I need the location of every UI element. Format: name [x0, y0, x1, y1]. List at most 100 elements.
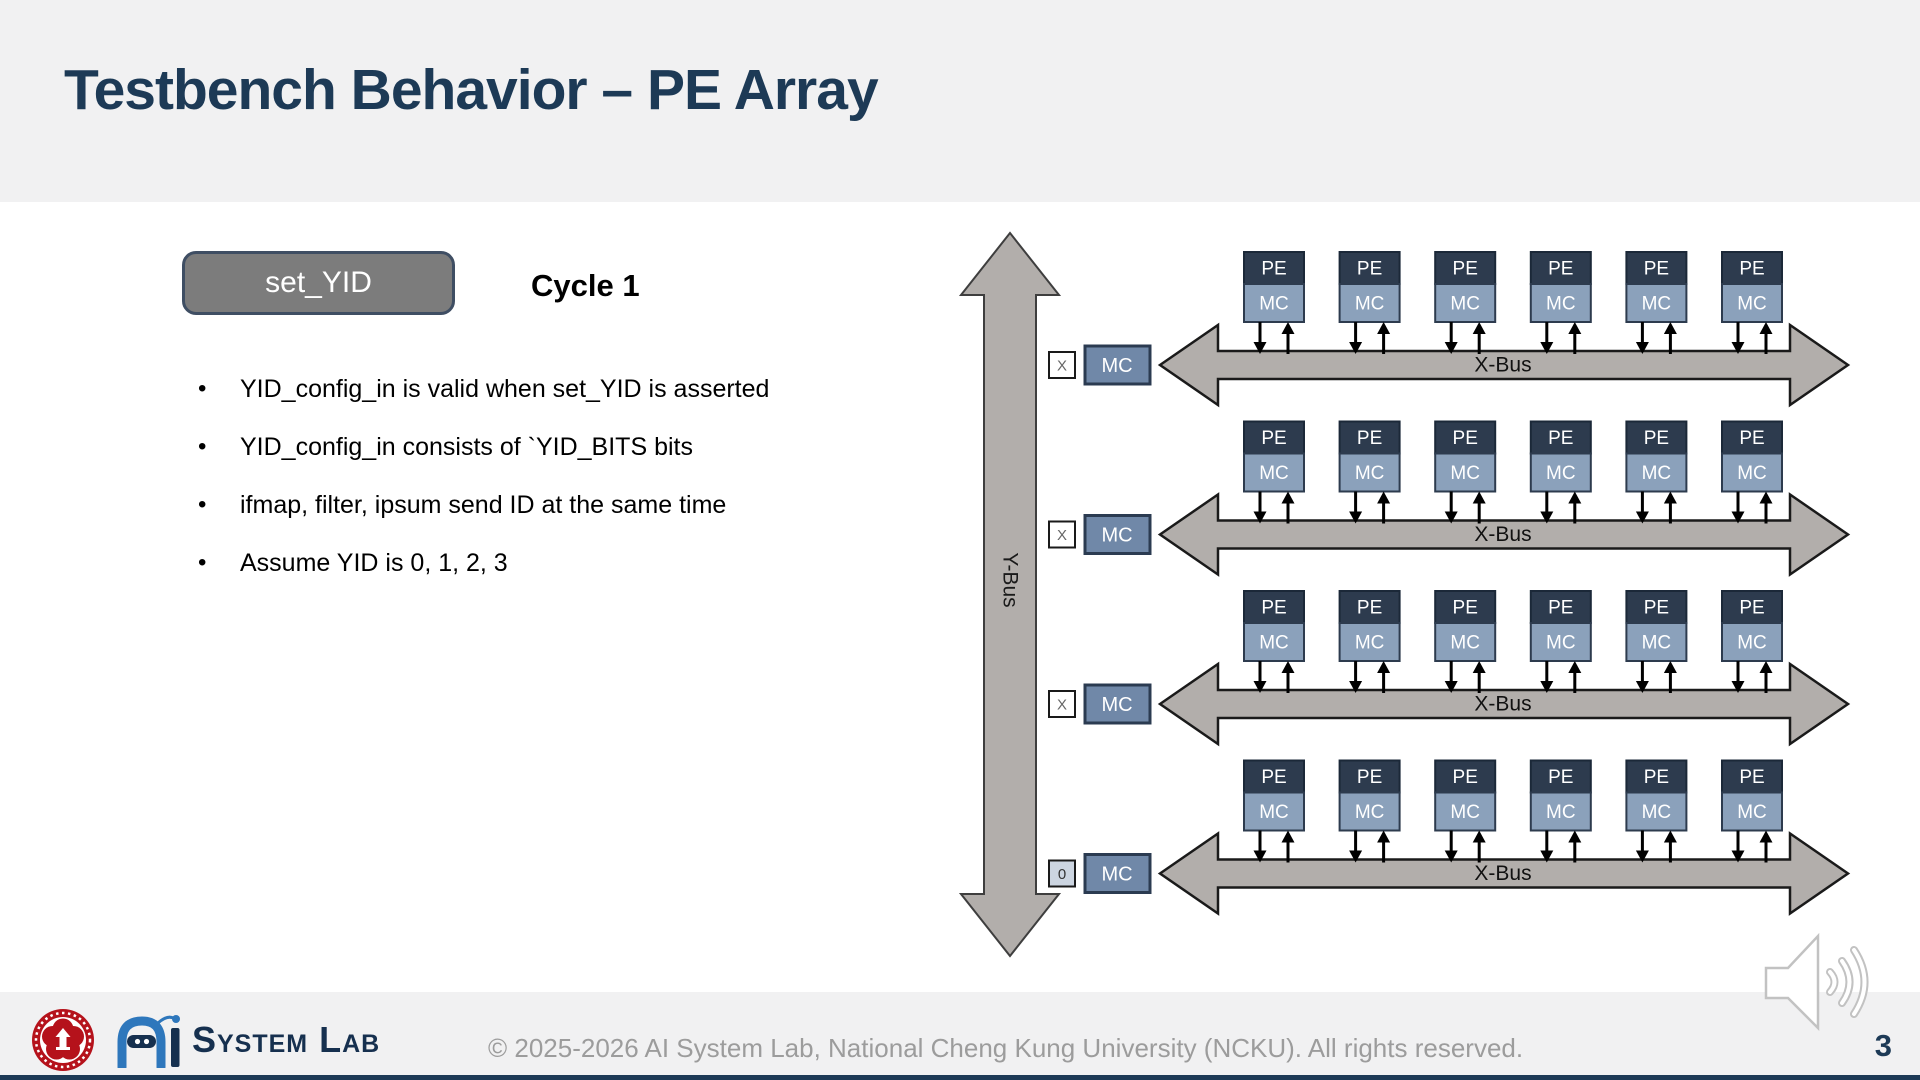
arrow-up-icon — [1568, 322, 1582, 334]
mc-box — [1243, 791, 1305, 832]
arrow-down-icon — [1540, 342, 1554, 354]
pe-box — [1625, 590, 1688, 624]
mc-label: MC — [1259, 802, 1289, 823]
mc-box — [1338, 791, 1401, 832]
arrow-down-icon — [1444, 681, 1458, 693]
arrow-up-icon — [1377, 322, 1391, 334]
page-number: 3 — [1874, 1028, 1892, 1063]
mc-box — [1434, 791, 1497, 832]
mc-label: MC — [1642, 294, 1672, 315]
mc-label: MC — [1259, 294, 1289, 315]
arrow-down-icon — [1349, 850, 1363, 863]
arrow-up-icon — [1281, 830, 1295, 843]
arrow-up-icon — [1759, 491, 1773, 504]
mc-label: MC — [1546, 463, 1576, 484]
mc-box — [1625, 622, 1688, 662]
mc-label: MC — [1737, 633, 1767, 654]
mc-box — [1243, 452, 1305, 493]
pe-label: PE — [1453, 767, 1478, 788]
mc-label: MC — [1546, 633, 1576, 654]
arrow-down-icon — [1635, 511, 1649, 524]
mc-label: MC — [1737, 802, 1767, 823]
mc-label: MC — [1259, 463, 1289, 484]
arrow-down-icon — [1731, 681, 1745, 693]
row-id-box — [1048, 859, 1076, 888]
arrow-up-icon — [1663, 830, 1677, 843]
bullet-item: YID_config_in consists of `YID_BITS bits — [196, 418, 769, 476]
y-bus-arrow — [958, 231, 1062, 958]
arrow-up-icon — [1472, 322, 1486, 334]
pe-box — [1338, 420, 1401, 455]
mc-label: MC — [1355, 802, 1385, 823]
arrow-up-icon — [1281, 322, 1295, 334]
x-bus-label: X-Bus — [1474, 354, 1531, 377]
pe-label: PE — [1644, 598, 1669, 619]
pe-box — [1434, 420, 1497, 455]
arrow-down-icon — [1731, 342, 1745, 354]
arrow-up-icon — [1759, 661, 1773, 673]
mc-box — [1529, 452, 1592, 493]
pe-label: PE — [1644, 767, 1669, 788]
bottom-accent-bar — [0, 1075, 1920, 1080]
arrow-down-icon — [1253, 342, 1267, 354]
row-id-box — [1048, 690, 1076, 718]
pe-box — [1338, 759, 1401, 794]
arrow-down-icon — [1731, 850, 1745, 863]
arrow-down-icon — [1349, 681, 1363, 693]
pe-label: PE — [1357, 428, 1382, 449]
arrow-up-icon — [1663, 491, 1677, 504]
arrow-down-icon — [1635, 681, 1649, 693]
pe-box — [1434, 759, 1497, 794]
bullet-item: YID_config_in is valid when set_YID is a… — [196, 360, 769, 418]
arrow-down-icon — [1253, 681, 1267, 693]
mc-label: MC — [1737, 463, 1767, 484]
mc-box — [1721, 622, 1783, 662]
pe-box — [1434, 251, 1497, 285]
mc-label: MC — [1355, 294, 1385, 315]
pe-label: PE — [1357, 259, 1382, 280]
arrow-down-icon — [1253, 850, 1267, 863]
bullet-item: Assume YID is 0, 1, 2, 3 — [196, 534, 769, 592]
mc-label: MC — [1642, 463, 1672, 484]
pe-box — [1529, 420, 1592, 455]
mc-label: MC — [1546, 802, 1576, 823]
arrow-up-icon — [1281, 491, 1295, 504]
arrow-up-icon — [1663, 322, 1677, 334]
x-bus-label: X-Bus — [1474, 523, 1531, 546]
mc-label: MC — [1642, 633, 1672, 654]
pe-label: PE — [1548, 598, 1573, 619]
pe-box — [1338, 590, 1401, 624]
pe-label: PE — [1453, 428, 1478, 449]
row-id-box — [1048, 520, 1076, 549]
mc-box — [1338, 283, 1401, 323]
footer-band — [0, 992, 1920, 1075]
pe-label: PE — [1548, 259, 1573, 280]
ai-robot-icon — [117, 1015, 180, 1068]
pe-label: PE — [1357, 598, 1382, 619]
pe-label: PE — [1261, 767, 1286, 788]
pe-label: PE — [1261, 598, 1286, 619]
mc-box — [1625, 452, 1688, 493]
pe-label: PE — [1357, 767, 1382, 788]
pe-label: PE — [1261, 259, 1286, 280]
mc-box — [1721, 452, 1783, 493]
mc-label: MC — [1642, 802, 1672, 823]
speaker-icon[interactable] — [1756, 932, 1882, 1032]
mc-box — [1338, 622, 1401, 662]
x-bus-label: X-Bus — [1474, 693, 1531, 716]
row-id-label: X — [1057, 697, 1067, 714]
mc-box — [1721, 791, 1783, 832]
pe-box — [1721, 590, 1783, 624]
mc-box — [1338, 452, 1401, 493]
pe-box — [1721, 420, 1783, 455]
mc-label: MC — [1450, 633, 1480, 654]
pe-label: PE — [1644, 259, 1669, 280]
mc-label: MC — [1355, 463, 1385, 484]
header-band — [0, 0, 1920, 202]
pe-box — [1434, 590, 1497, 624]
mc-box — [1243, 283, 1305, 323]
arrow-down-icon — [1253, 511, 1267, 524]
x-bus-arrow — [1157, 661, 1851, 747]
pe-label: PE — [1548, 767, 1573, 788]
